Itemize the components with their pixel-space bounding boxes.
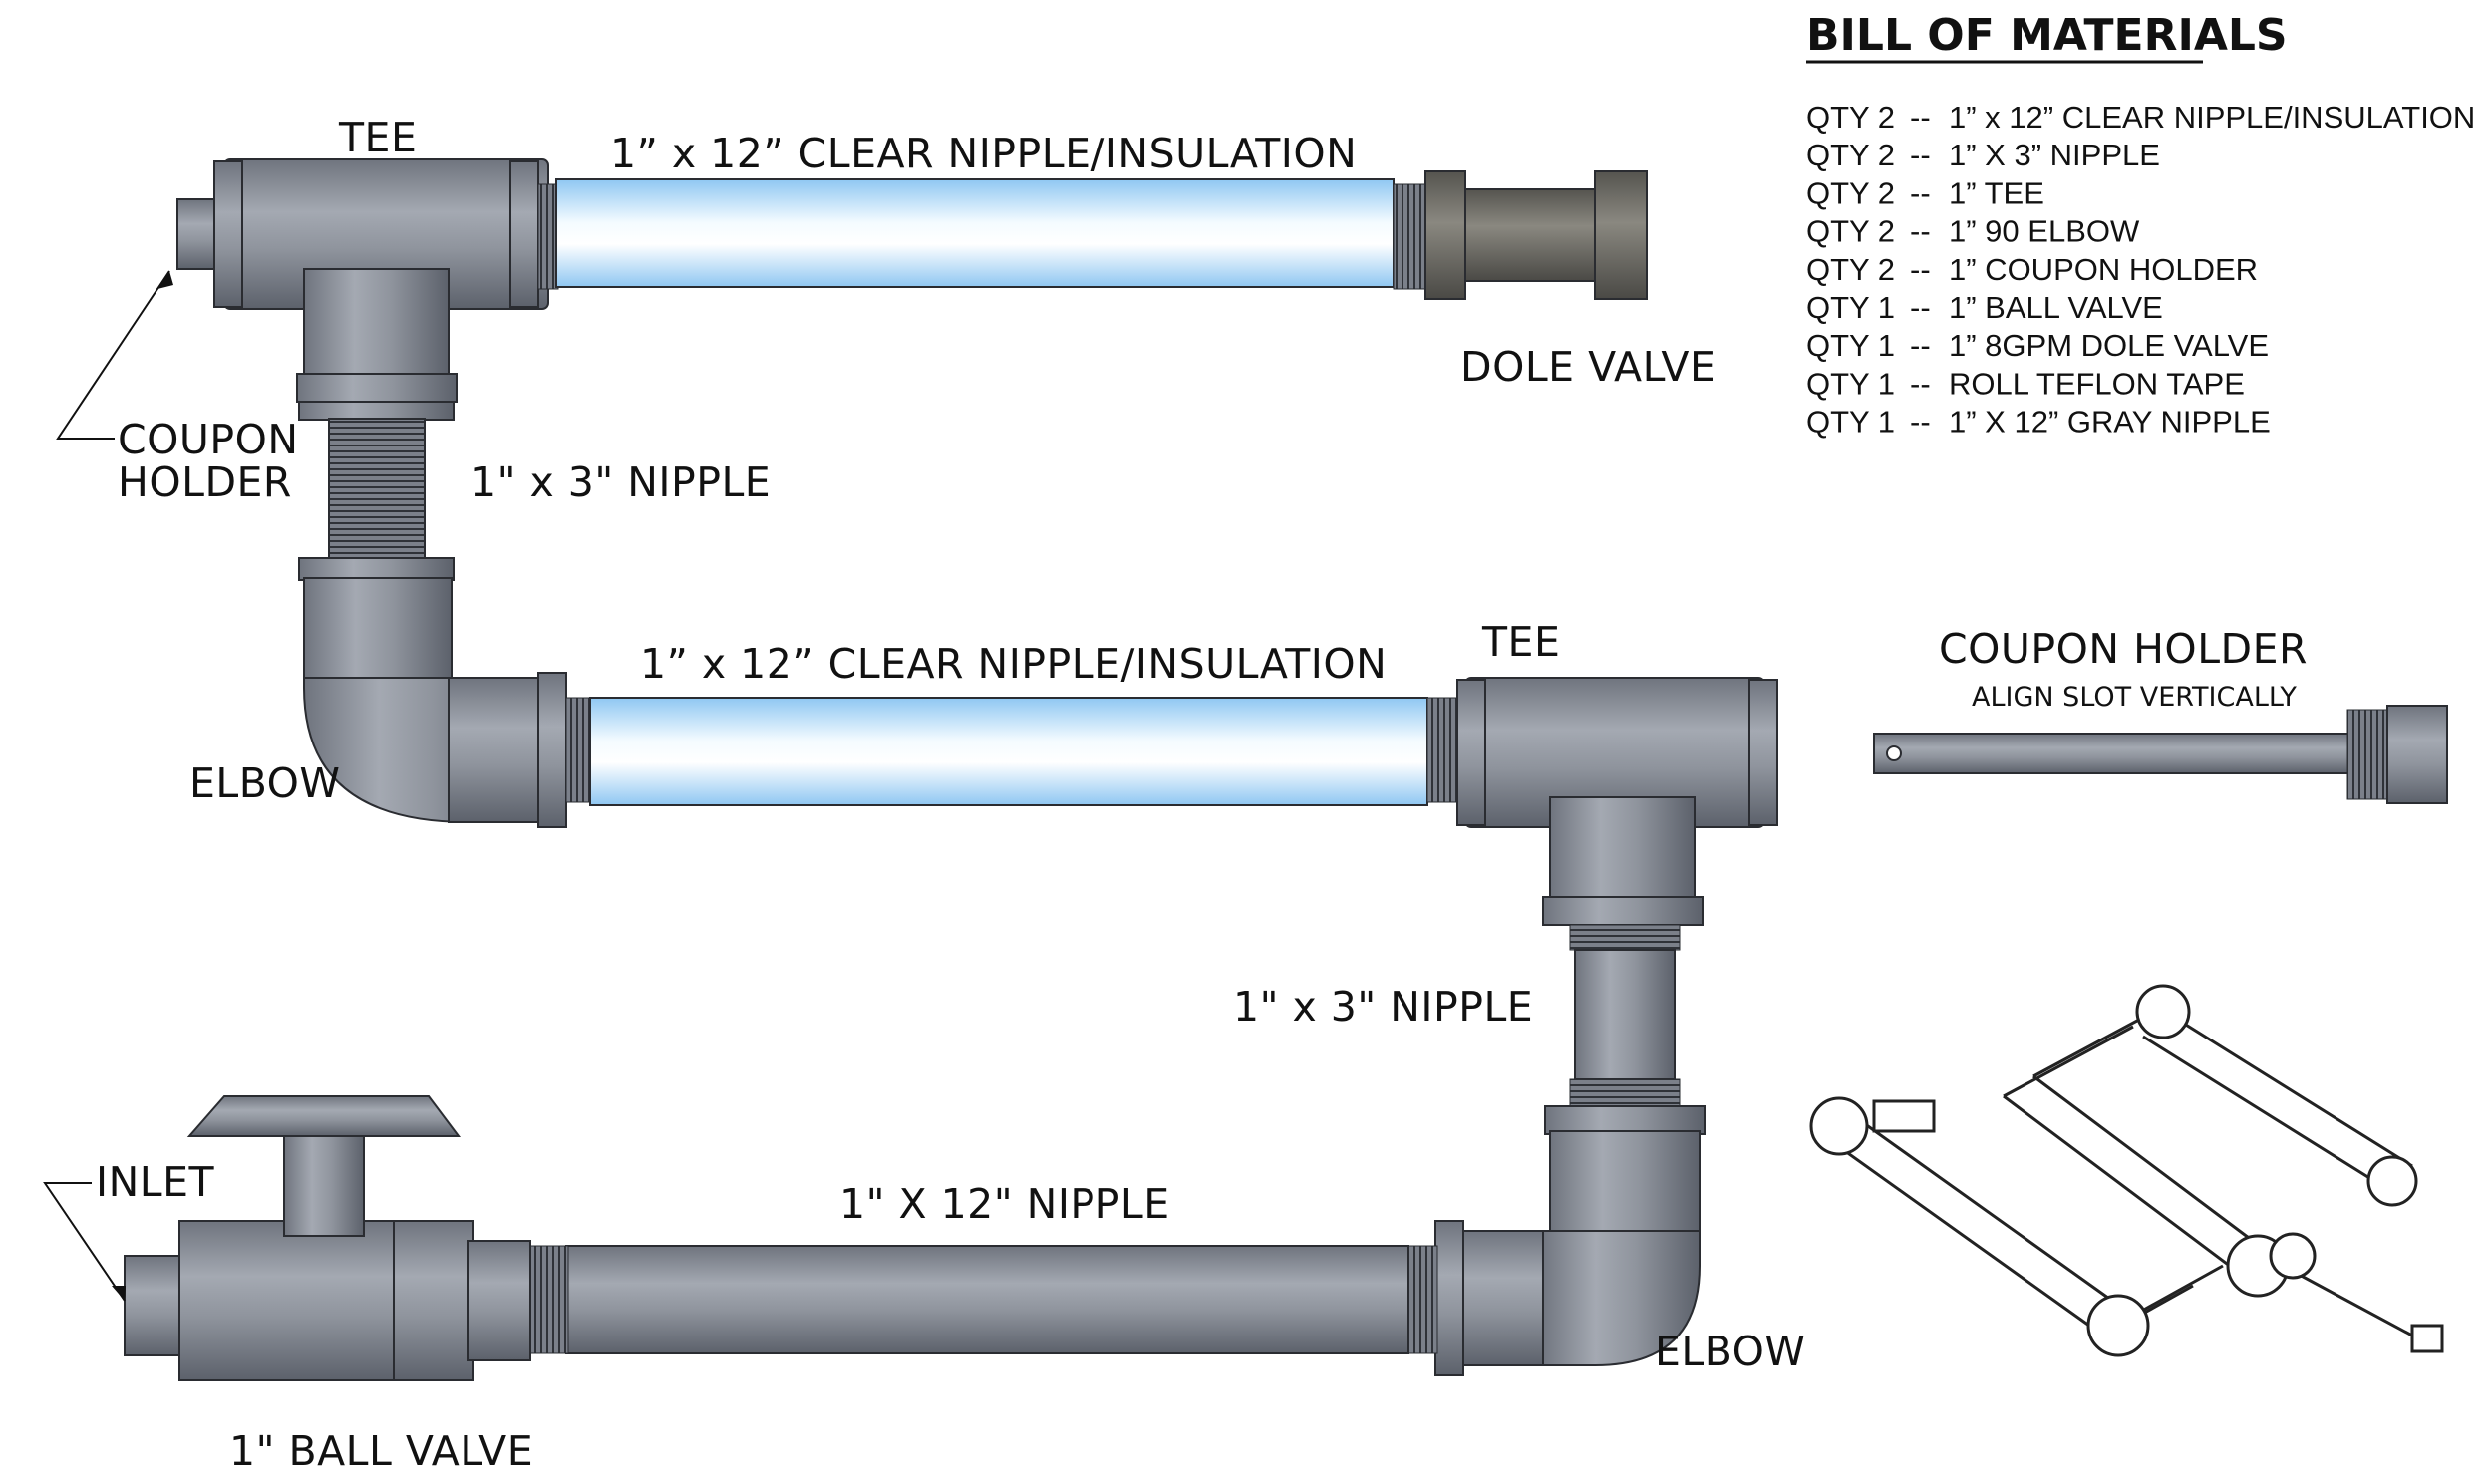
bom-row-item: 1” x 12” CLEAR NIPPLE/INSULATION <box>1949 100 2475 135</box>
bom-row-separator: -- <box>1910 214 1931 249</box>
label-coupon-holder-1: COUPON <box>118 416 299 463</box>
nipple-12-bottom <box>565 1245 1409 1354</box>
left-vertical-run <box>298 401 567 828</box>
bom-row-separator: -- <box>1910 100 1931 135</box>
bom-row-qty: QTY 1 <box>1806 328 1895 363</box>
bom-row-qty: QTY 2 <box>1806 214 1895 249</box>
label-clear-nipple-top: 1” x 12” CLEAR NIPPLE/INSULATION <box>610 130 1357 177</box>
bom-row-separator: -- <box>1910 252 1931 287</box>
bom-row-separator: -- <box>1910 290 1931 325</box>
label-nipple-3-right: 1" x 3" NIPPLE <box>1233 983 1533 1031</box>
label-nipple-12-bottom: 1" X 12" NIPPLE <box>839 1180 1170 1228</box>
bom-row-qty: QTY 1 <box>1806 366 1895 401</box>
tee-top-branch <box>303 268 450 380</box>
bom-row-item: 1” X 12” GRAY NIPPLE <box>1949 405 2271 440</box>
label-coupon-holder-2: HOLDER <box>118 458 292 506</box>
clear-nipple-top <box>555 178 1395 288</box>
bom-row-qty: QTY 1 <box>1806 405 1895 440</box>
coupon-holder-leader <box>56 270 170 440</box>
bom-row-item: 1” X 3” NIPPLE <box>1949 138 2160 172</box>
bom-row-qty: QTY 2 <box>1806 175 1895 210</box>
coupon-detail-title: COUPON HOLDER <box>1939 625 2308 673</box>
label-elbow-right: ELBOW <box>1655 1328 1805 1375</box>
ball-valve-body <box>124 1095 531 1381</box>
isometric-assembly-view <box>1809 984 2444 1357</box>
dole-valve-body <box>1424 170 1648 300</box>
bom-row-item: 1” BALL VALVE <box>1949 290 2163 325</box>
ball-valve-handle <box>186 1095 461 1137</box>
label-tee-top: TEE <box>338 114 417 161</box>
bom-row-qty: QTY 2 <box>1806 252 1895 287</box>
elbow-right-shape <box>1539 1230 1701 1366</box>
bom-row-separator: -- <box>1910 405 1931 440</box>
bom-row-separator: -- <box>1910 366 1931 401</box>
bom-row-item: 1” 8GPM DOLE VALVE <box>1949 328 2269 363</box>
bom-row-item: 1” TEE <box>1949 175 2044 210</box>
label-elbow-left: ELBOW <box>189 759 340 807</box>
label-clear-nipple-mid: 1” x 12” CLEAR NIPPLE/INSULATION <box>640 640 1387 688</box>
bom-row-item: 1” 90 ELBOW <box>1949 214 2140 249</box>
coupon-detail-note: ALIGN SLOT VERTICALLY <box>1972 682 2297 713</box>
right-vertical-run <box>1434 924 1706 1376</box>
coupon-holder-detail <box>1873 705 2448 804</box>
label-dole-valve: DOLE VALVE <box>1460 343 1715 391</box>
middle-run <box>565 677 1778 926</box>
inlet-leader <box>43 1182 126 1302</box>
bom-row-qty: QTY 2 <box>1806 100 1895 135</box>
bom-row-qty: QTY 1 <box>1806 290 1895 325</box>
bom-title: BILL OF MATERIALS <box>1806 10 2288 61</box>
nipple-3-left-thread <box>328 418 426 559</box>
bom-row-item: 1” COUPON HOLDER <box>1949 252 2258 287</box>
clear-nipple-mid <box>589 697 1428 806</box>
bom-row-qty: QTY 2 <box>1806 138 1895 172</box>
top-run <box>176 158 1648 403</box>
label-nipple-3-left: 1" x 3" NIPPLE <box>470 458 771 506</box>
bom-list: QTY 2 -- 1” x 12” CLEAR NIPPLE/INSULATION Q… <box>1806 100 2475 440</box>
bottom-run <box>124 1095 1438 1381</box>
label-ball-valve: 1" BALL VALVE <box>229 1427 533 1475</box>
bom-row-separator: -- <box>1910 328 1931 363</box>
label-tee-mid: TEE <box>1481 618 1560 666</box>
label-inlet: INLET <box>96 1158 215 1206</box>
leader-lines <box>43 270 173 1302</box>
bom-row-item: ROLL TEFLON TAPE <box>1949 366 2245 401</box>
bom-row-separator: -- <box>1910 138 1931 172</box>
bom-row-separator: -- <box>1910 175 1931 210</box>
